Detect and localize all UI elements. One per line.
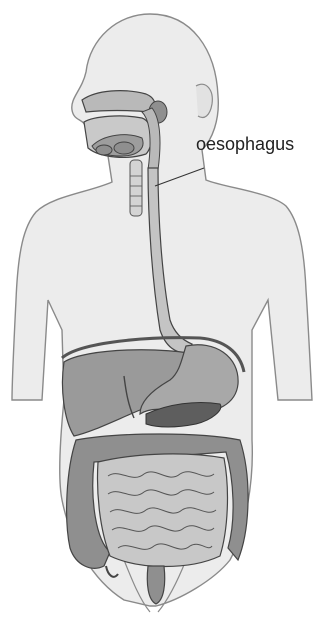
trachea	[130, 160, 142, 216]
ear	[196, 84, 212, 117]
salivary-gland-sub	[114, 142, 134, 154]
salivary-gland-sub2	[96, 145, 112, 155]
oesophagus-label: oesophagus	[196, 134, 294, 154]
